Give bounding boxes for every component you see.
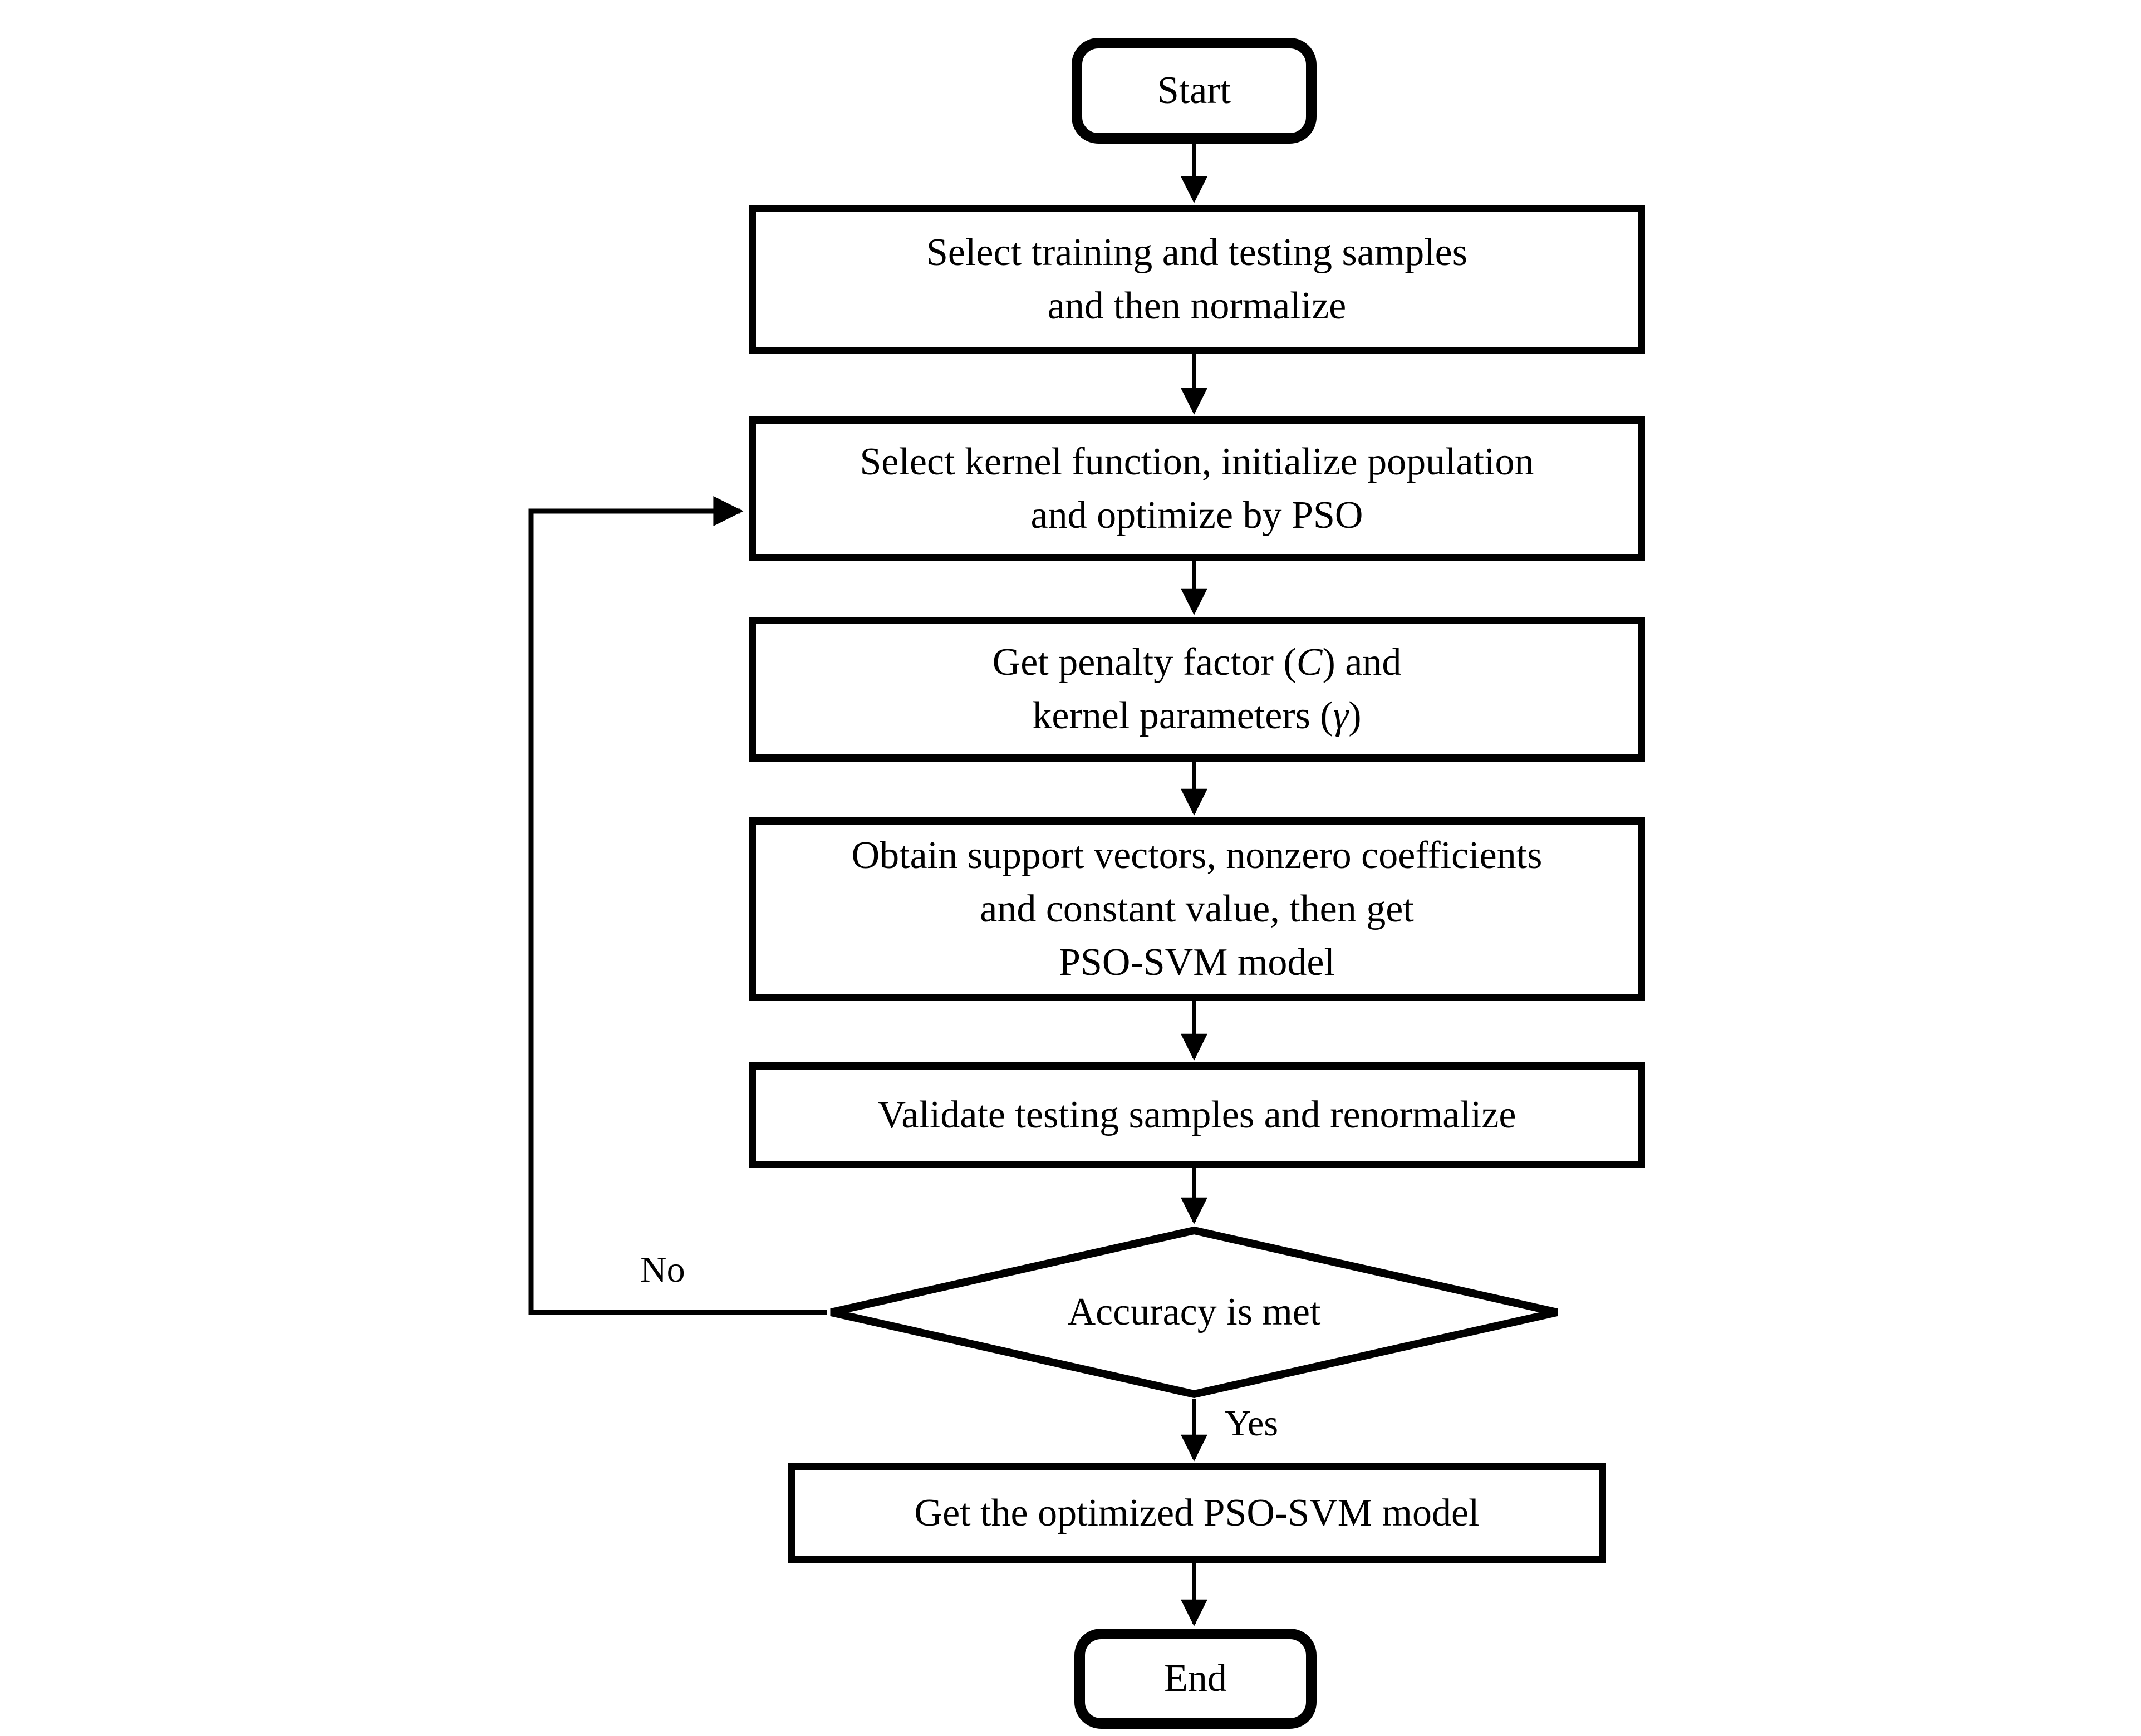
process-get-penalty: Get penalty factor (C) and kernel parame… bbox=[749, 617, 1645, 762]
process-select-samples: Select training and testing samples and … bbox=[749, 205, 1645, 354]
process-select-kernel-line: Select kernel function, initialize popul… bbox=[860, 440, 1534, 483]
process-optimized-model: Get the optimized PSO-SVM model bbox=[788, 1463, 1606, 1563]
edge-label-yes: Yes bbox=[1225, 1403, 1279, 1444]
process-validate: Validate testing samples and renormalize bbox=[749, 1062, 1645, 1168]
start-node: Start bbox=[1072, 38, 1317, 144]
decision-accuracy-label: Accuracy is met bbox=[1067, 1291, 1321, 1333]
process-obtain-model-line: and constant value, then get bbox=[980, 887, 1414, 930]
process-get-penalty-line1: Get penalty factor (C) and bbox=[993, 636, 1402, 689]
penalty-line1-post: ) and bbox=[1322, 641, 1402, 684]
decision-accuracy: Accuracy is met bbox=[827, 1226, 1561, 1399]
no-loop-connector bbox=[528, 496, 827, 1315]
penalty-line2-post: ) bbox=[1348, 694, 1362, 737]
process-optimized-model-line: Get the optimized PSO-SVM model bbox=[914, 1492, 1480, 1534]
penalty-line2-pre: kernel parameters ( bbox=[1032, 694, 1333, 737]
process-select-samples-line: and then normalize bbox=[1047, 285, 1347, 327]
process-select-samples-line: Select training and testing samples bbox=[926, 231, 1467, 274]
end-node: End bbox=[1074, 1629, 1317, 1729]
penalty-factor-symbol: C bbox=[1296, 641, 1323, 684]
edge-label-no: No bbox=[640, 1249, 685, 1290]
process-validate-line: Validate testing samples and renormalize bbox=[877, 1093, 1516, 1136]
process-obtain-model-line: PSO-SVM model bbox=[1059, 941, 1335, 984]
process-select-kernel: Select kernel function, initialize popul… bbox=[749, 416, 1645, 561]
kernel-parameter-symbol: γ bbox=[1333, 694, 1349, 737]
end-label: End bbox=[1164, 1657, 1227, 1700]
process-get-penalty-line2: kernel parameters (γ) bbox=[1032, 689, 1361, 743]
process-select-kernel-line: and optimize by PSO bbox=[1030, 494, 1363, 537]
start-label: Start bbox=[1157, 69, 1231, 112]
decision-diamond-shape bbox=[830, 1226, 1558, 1399]
penalty-line1-pre: Get penalty factor ( bbox=[992, 641, 1297, 684]
process-obtain-model-line: Obtain support vectors, nonzero coeffici… bbox=[851, 834, 1543, 877]
process-obtain-model: Obtain support vectors, nonzero coeffici… bbox=[749, 817, 1645, 1001]
